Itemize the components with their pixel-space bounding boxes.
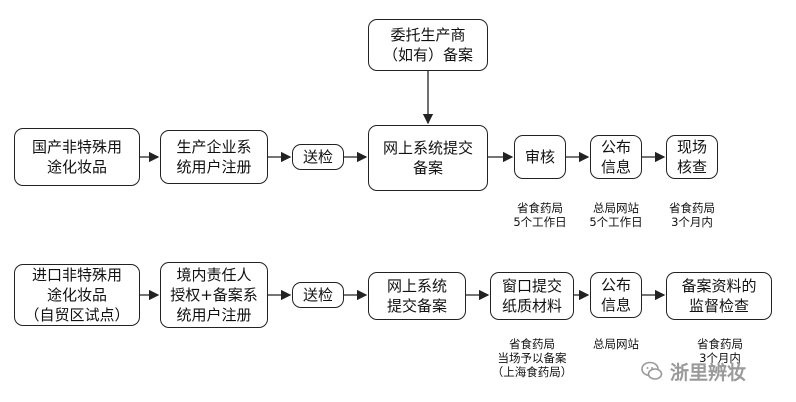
box-send-inspection-2: 送检 <box>292 282 344 308</box>
box-send-inspection: 送检 <box>292 144 344 170</box>
note-paper-materials: 省食药局 当场予以备案 （上海食药局） <box>491 337 573 379</box>
note-onsite-check: 省食药局 3个月内 <box>669 201 715 229</box>
box-supervision-check: 备案资料的 监督检查 <box>666 272 772 320</box>
box-domestic-cosmetics: 国产非特殊用 途化妆品 <box>14 128 140 186</box>
note-publish-2: 总局网站 <box>593 337 639 351</box>
note-supervision: 省食药局 3个月内 <box>697 337 743 365</box>
note-publish: 总局网站 5个工作日 <box>589 201 643 229</box>
box-online-submit-2: 网上系统 提交备案 <box>368 272 466 320</box>
box-consignee-filing: 委托生产商 （如有）备案 <box>368 19 488 71</box>
box-publish-info-2: 公布 信息 <box>590 272 642 318</box>
wechat-icon <box>641 361 663 380</box>
box-publish-info: 公布 信息 <box>590 135 642 179</box>
watermark: 浙里辨妆 <box>640 356 790 386</box>
box-enterprise-registration: 生产企业系 统用户注册 <box>160 130 268 184</box>
box-review: 审核 <box>514 135 566 179</box>
box-onsite-check: 现场 核查 <box>666 135 718 179</box>
box-imported-cosmetics: 进口非特殊用 途化妆品 （自贸区试点） <box>14 264 140 326</box>
note-review: 省食药局 5个工作日 <box>513 201 567 229</box>
box-online-submit: 网上系统提交 备案 <box>368 125 488 191</box>
box-paper-materials: 窗口提交 纸质材料 <box>490 272 574 320</box>
watermark-text: 浙里辨妆 <box>670 361 747 384</box>
box-responsible-registration: 境内责任人 授权+备案系 统用户注册 <box>160 262 268 328</box>
